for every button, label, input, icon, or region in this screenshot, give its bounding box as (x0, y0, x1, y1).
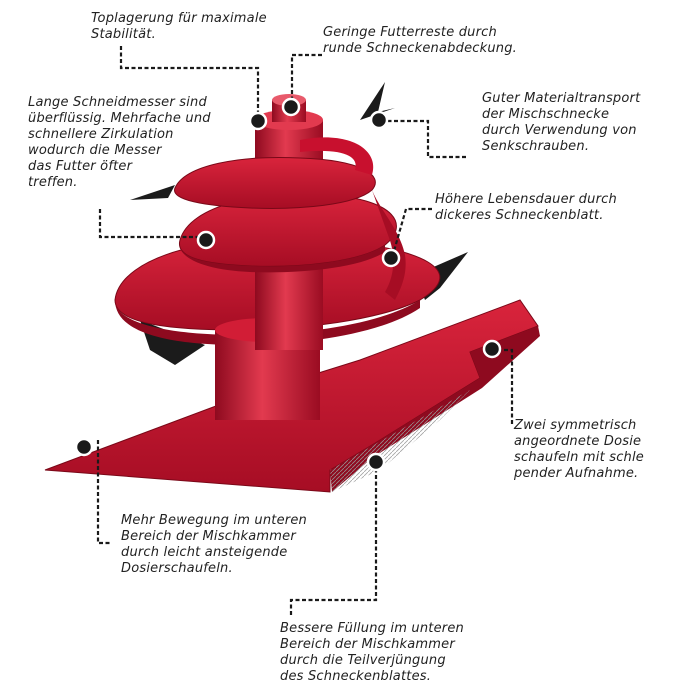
callout-top-bearing: Toplagerung für maximale Stabilität. (91, 11, 267, 42)
callout-transport: Guter Materialtransport der Mischschneck… (482, 91, 641, 154)
callout-residue: Geringe Futterreste durch runde Schnecke… (323, 25, 518, 56)
callout-markers (74, 97, 502, 472)
callout-knives: Lange Schneidmesser sind überflüssig. Me… (28, 95, 211, 190)
marker-movement (74, 437, 94, 457)
marker-filling (366, 452, 386, 472)
marker-transport (369, 110, 389, 130)
callout-filling: Bessere Füllung im unteren Bereich der M… (280, 621, 464, 684)
marker-top-bearing (248, 111, 268, 131)
callout-dosing: Zwei symmetrisch angeordnete Dosie schau… (514, 418, 644, 481)
callout-lifetime: Höhere Lebensdauer durch dickeres Schnec… (435, 192, 617, 223)
marker-lifetime (381, 248, 401, 268)
upper-flight (174, 137, 406, 300)
marker-residue (281, 97, 301, 117)
marker-dosing (482, 339, 502, 359)
callout-movement: Mehr Bewegung im unteren Bereich der Mis… (121, 513, 307, 576)
marker-knives (196, 230, 216, 250)
